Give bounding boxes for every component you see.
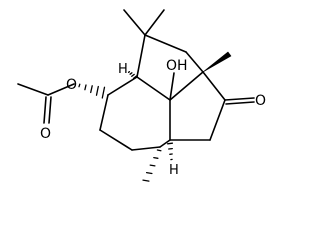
hashed-bond-c7-o: [78, 83, 106, 99]
bond-c1-c6: [136, 34, 146, 78]
bond-c1-methyl-b: [144, 9, 165, 36]
bond-acyl-co-1: [43, 96, 47, 124]
bond-ester-o-c: [47, 83, 75, 96]
carbonyl-oxygen-label: O: [40, 126, 51, 142]
bond-c8-oh: [169, 72, 175, 101]
bond-c7-c11: [99, 94, 109, 131]
hashed-bond-c6-h: [127, 71, 138, 80]
stereo-h-bottom-label: H: [169, 163, 179, 178]
bond-c6-c8: [136, 76, 171, 101]
bond-c11-c12: [99, 129, 133, 151]
bond-c10-c9: [159, 139, 171, 148]
molecule-structure: OH O O O H H: [17, 9, 266, 182]
bond-c1-methyl-a: [123, 9, 146, 36]
ketone-oxygen-label: O: [255, 93, 266, 109]
stereo-h-top-label: H: [118, 62, 128, 77]
wedge-bond-c3-methyl: [202, 51, 232, 73]
hashed-bond-c9-h: [166, 142, 174, 161]
bond-c6-c7: [107, 76, 138, 96]
bond-c1-c2: [144, 34, 187, 53]
hydroxyl-label: OH: [166, 58, 188, 74]
bond-c2-c3: [185, 51, 204, 73]
bond-ketone-co-2: [225, 101, 255, 105]
bond-acyl-co-2: [48, 96, 52, 124]
hashed-bonds: [78, 71, 174, 182]
bond-c3-c4: [202, 71, 226, 101]
bonds: [17, 9, 255, 151]
bond-ketone-co-1: [224, 97, 255, 101]
bond-c3-c8: [169, 71, 204, 101]
bond-c12-c10: [131, 146, 161, 151]
ester-oxygen-label: O: [66, 77, 77, 93]
bond-c4-c5: [209, 99, 226, 141]
bond-acyl-methyl: [17, 83, 49, 96]
hashed-bond-c10-methyl: [142, 149, 162, 182]
